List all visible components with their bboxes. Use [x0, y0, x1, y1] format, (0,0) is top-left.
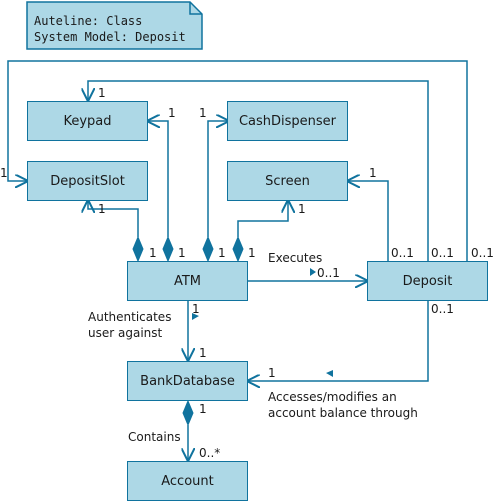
line-deposit-slot	[7, 60, 468, 261]
class-atm[interactable]: ATM	[127, 261, 248, 301]
label-accesses-2: account balance through	[268, 406, 418, 420]
class-account[interactable]: Account	[127, 461, 248, 501]
label-authenticates-2: user against	[88, 326, 163, 340]
mult-atm-auth: 1	[192, 302, 200, 316]
mult-screen-atm: 1	[298, 202, 306, 216]
note-shape	[26, 1, 203, 50]
line-atm-cash	[207, 121, 228, 237]
diamond-contains	[182, 399, 194, 427]
class-deposit[interactable]: Deposit	[367, 261, 488, 301]
diamond-atm-slot	[132, 235, 144, 263]
line-deposit-keypad	[88, 80, 429, 261]
class-bank-database[interactable]: BankDatabase	[127, 361, 248, 401]
diamond-atm-screen	[232, 235, 244, 263]
class-screen[interactable]: Screen	[227, 161, 348, 201]
diamond-atm-cash	[202, 235, 214, 263]
line-atm-keypad	[148, 121, 169, 237]
note-fold	[189, 2, 202, 15]
class-deposit-slot[interactable]: DepositSlot	[27, 161, 148, 201]
mult-atm-keypad: 1	[178, 246, 186, 260]
class-cash-dispenser[interactable]: CashDispenser	[227, 101, 348, 141]
class-keypad[interactable]: Keypad	[27, 101, 148, 141]
mult-bank-access: 1	[268, 366, 276, 380]
mult-deposit-slot-atm: 1	[98, 202, 106, 216]
mult-keypad-top: 1	[98, 86, 106, 100]
mult-deposit-slot-left: 1	[0, 166, 8, 180]
label-executes: Executes	[268, 251, 323, 265]
label-authenticates-1: Authenticates	[88, 310, 172, 324]
mult-executes: 0..1	[317, 266, 340, 280]
accesses-direction-arrow	[326, 370, 333, 377]
label-accesses-1: Accesses/modifies an	[268, 390, 397, 404]
note-line-2: System Model: Deposit	[34, 30, 186, 44]
mult-bank-contains: 1	[199, 402, 207, 416]
mult-atm-cash: 1	[218, 246, 226, 260]
mult-bank-auth: 1	[199, 346, 207, 360]
note-line-1: Auteline: Class	[34, 14, 143, 28]
line-accesses	[248, 301, 429, 381]
mult-screen-deposit: 1	[369, 166, 377, 180]
mult-atm-slot: 1	[149, 246, 157, 260]
line-deposit-screen	[348, 181, 389, 261]
mult-deposit-c: 0..1	[471, 246, 494, 260]
authenticates-direction-arrow	[192, 313, 199, 320]
mult-deposit-a: 0..1	[391, 246, 414, 260]
mult-account-contains: 0..*	[199, 446, 221, 460]
label-contains: Contains	[128, 430, 181, 444]
diamond-atm-keypad	[162, 235, 174, 263]
mult-atm-screen: 1	[248, 246, 256, 260]
mult-deposit-b: 0..1	[431, 246, 454, 260]
mult-deposit-bank: 0..1	[431, 302, 454, 316]
line-atm-screen	[237, 201, 288, 237]
mult-keypad-atm: 1	[168, 106, 176, 120]
line-atm-slot	[88, 201, 139, 237]
executes-direction-arrow	[310, 268, 316, 276]
mult-cash-atm: 1	[199, 106, 207, 120]
